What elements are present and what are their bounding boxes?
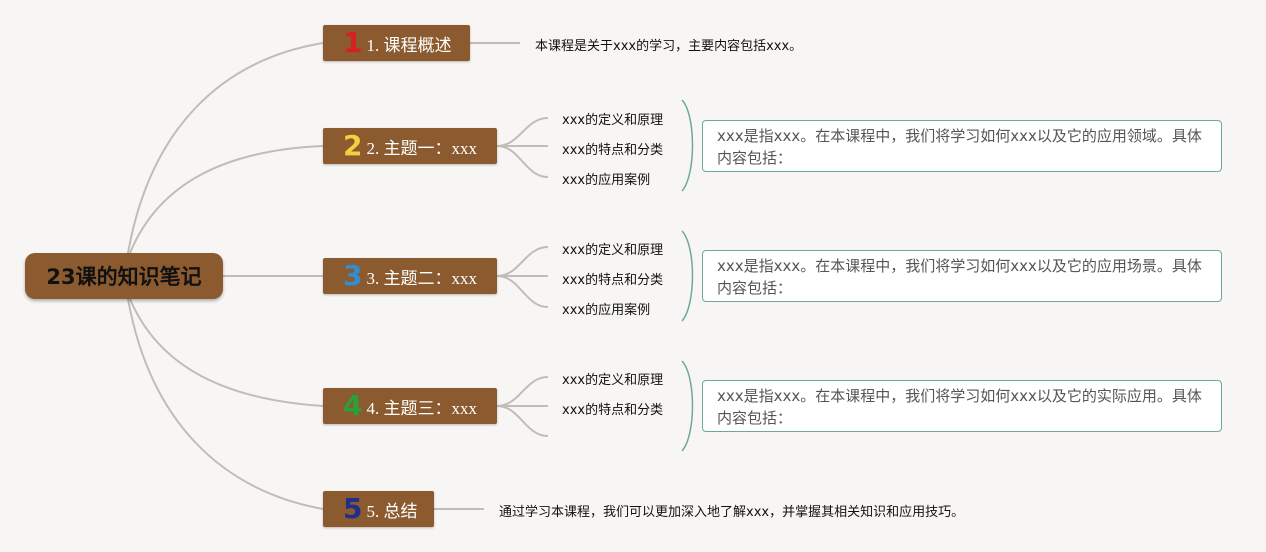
subtopic: xxx的定义和原理 <box>562 373 664 388</box>
branch-2-detail-box: xxx是指xxx。在本课程中，我们将学习如何xxx以及它的应用领域。具体内容包括… <box>702 120 1222 172</box>
branch-3-detail-box: xxx是指xxx。在本课程中，我们将学习如何xxx以及它的应用场景。具体内容包括… <box>702 250 1222 302</box>
branch-label: 1. 课程概述 <box>366 35 452 55</box>
subtopic: xxx的特点和分类 <box>562 403 664 418</box>
branch-5-summary[interactable]: 5 5. 总结 <box>323 491 434 527</box>
subtopic: xxx的定义和原理 <box>562 243 664 258</box>
number-1-icon: 1 <box>343 26 363 59</box>
subtopic: xxx的定义和原理 <box>562 113 664 128</box>
branch-1-note: 本课程是关于xxx的学习，主要内容包括xxx。 <box>535 39 803 54</box>
branch-label: 4. 主题三：xxx <box>366 398 477 418</box>
number-2-icon: 2 <box>343 129 363 162</box>
branch-label: 3. 主题二：xxx <box>366 268 477 288</box>
branch-label: 2. 主题一：xxx <box>366 138 477 158</box>
subtopic: xxx的特点和分类 <box>562 273 664 288</box>
number-3-icon: 3 <box>343 259 363 292</box>
branch-1-course-overview[interactable]: 1 1. 课程概述 <box>323 25 470 61</box>
root-title: 23课的知识笔记 <box>46 265 202 289</box>
number-4-icon: 4 <box>343 389 363 422</box>
branch-3-topic-two[interactable]: 3 3. 主题二：xxx <box>323 258 497 294</box>
branch-label: 5. 总结 <box>366 501 418 521</box>
branch-5-note: 通过学习本课程，我们可以更加深入地了解xxx，并掌握其相关知识和应用技巧。 <box>499 505 965 520</box>
branch-4-topic-three[interactable]: 4 4. 主题三：xxx <box>323 388 497 424</box>
root-topic[interactable]: 23课的知识笔记 <box>25 253 223 299</box>
branch-2-topic-one[interactable]: 2 2. 主题一：xxx <box>323 128 497 164</box>
subtopic: xxx的应用案例 <box>562 173 651 188</box>
subtopic: xxx的特点和分类 <box>562 143 664 158</box>
branch-4-detail-box: xxx是指xxx。在本课程中，我们将学习如何xxx以及它的实际应用。具体内容包括… <box>702 380 1222 432</box>
number-5-icon: 5 <box>343 492 363 525</box>
subtopic: xxx的应用案例 <box>562 303 651 318</box>
